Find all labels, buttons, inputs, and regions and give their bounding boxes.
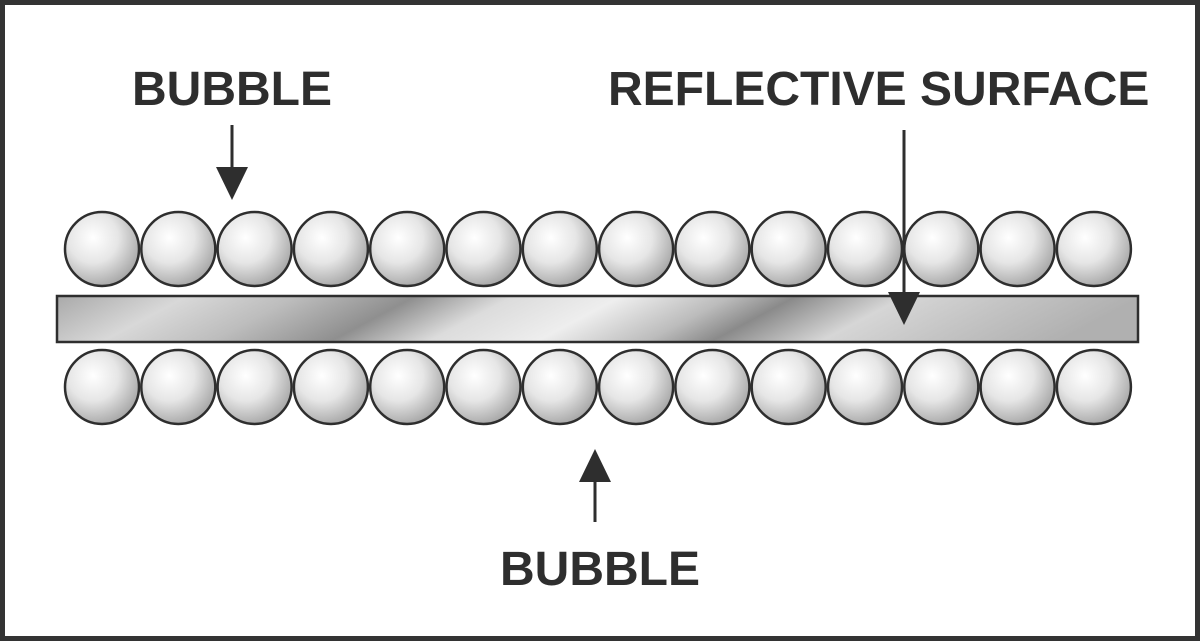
bubble bbox=[216, 210, 293, 288]
bubble bbox=[979, 348, 1056, 426]
bubble bbox=[445, 210, 522, 288]
bubble bbox=[903, 348, 980, 426]
bubble bbox=[445, 348, 522, 426]
bubble bbox=[826, 210, 904, 288]
bubble bbox=[521, 210, 599, 288]
reflective-surface-label: REFLECTIVE SURFACE bbox=[608, 63, 1149, 116]
bubble bbox=[979, 210, 1056, 288]
bubble bbox=[674, 210, 751, 288]
reflective-surface-layer bbox=[55, 294, 1140, 344]
bubble bbox=[826, 348, 904, 426]
bubble bbox=[63, 348, 141, 426]
bubble bbox=[750, 348, 827, 426]
bubble bbox=[368, 348, 446, 426]
bubble bbox=[368, 210, 446, 288]
bubble bbox=[674, 348, 751, 426]
bubble bbox=[140, 348, 217, 426]
bubble bbox=[140, 210, 217, 288]
top-bubble-row bbox=[63, 210, 1133, 288]
bubble bbox=[903, 210, 980, 288]
bubble bbox=[292, 348, 370, 426]
top-bubble-label: BUBBLE bbox=[132, 63, 332, 116]
bubble bbox=[597, 348, 675, 426]
bubble bbox=[597, 210, 675, 288]
arrow-down-icon bbox=[888, 130, 920, 325]
bubble bbox=[216, 348, 293, 426]
bottom-bubble-row bbox=[63, 348, 1133, 426]
arrow-up-icon bbox=[579, 449, 611, 522]
bubble bbox=[521, 348, 599, 426]
bubble bbox=[292, 210, 370, 288]
bubble bbox=[1055, 348, 1133, 426]
bubble bbox=[750, 210, 827, 288]
bottom-bubble-label: BUBBLE bbox=[500, 543, 700, 596]
bubble bbox=[1055, 210, 1133, 288]
arrow-down-icon bbox=[216, 125, 248, 200]
bubble bbox=[63, 210, 141, 288]
